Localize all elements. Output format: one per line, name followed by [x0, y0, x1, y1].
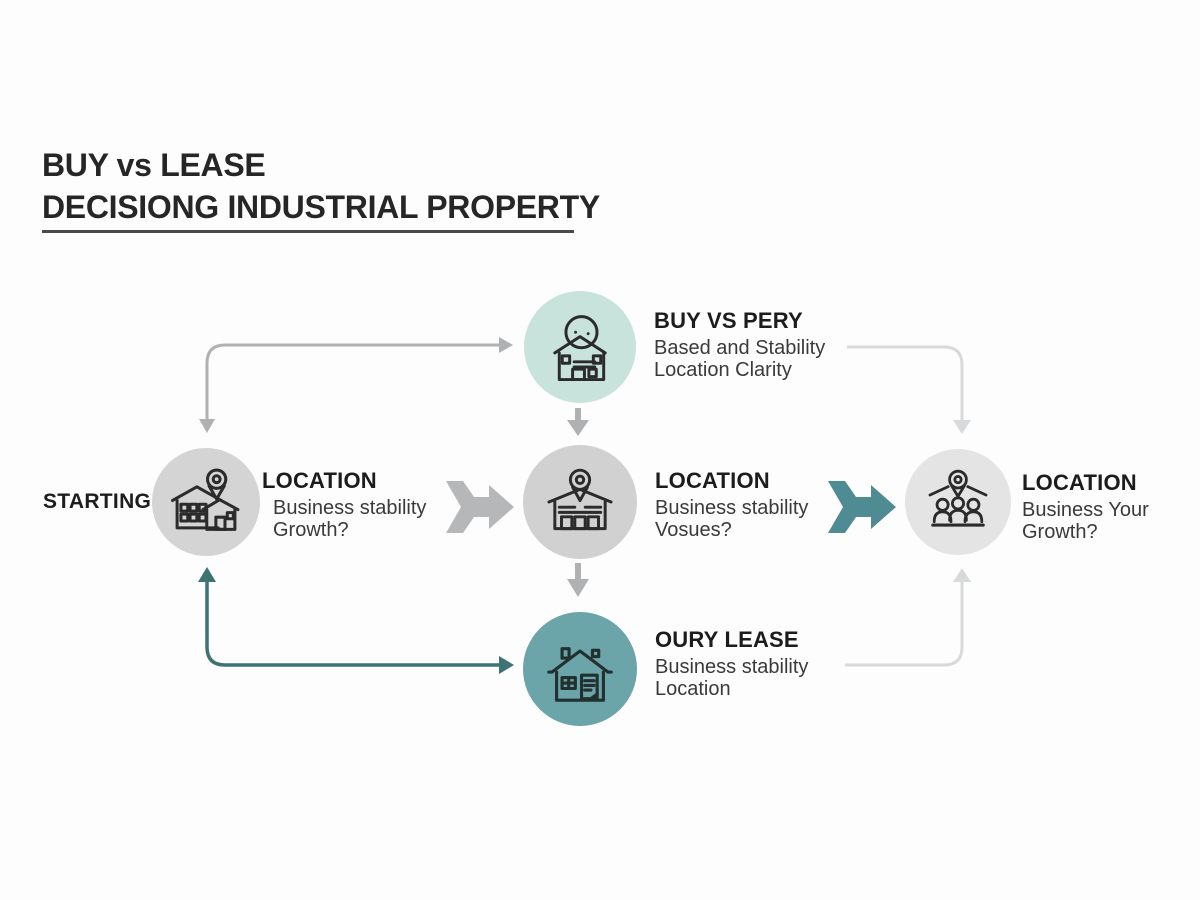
- node-buy-desc2: Location Clarity: [654, 359, 792, 381]
- house-document-icon: [547, 647, 613, 702]
- node-result-desc1: Business Your: [1022, 499, 1149, 521]
- node-result-label: LOCATION Business Your Growth?: [1022, 470, 1149, 543]
- arrow-lease-to-start: [198, 567, 514, 674]
- node-lease-desc1: Business stability: [655, 656, 809, 678]
- node-buy-circle: [524, 291, 636, 403]
- warehouse-pin-icon: [547, 468, 613, 531]
- node-buy-title: BUY VS PERY: [654, 308, 803, 333]
- chevron-center-to-result: [828, 481, 896, 533]
- node-lease-desc2: Location: [655, 678, 731, 700]
- node-lease-circle: [523, 612, 637, 726]
- node-start-title: LOCATION: [262, 468, 377, 493]
- node-center-desc2: Vosues?: [655, 519, 732, 541]
- arrow-center-to-lease: [567, 563, 589, 597]
- arrow-start-to-buy: [199, 337, 513, 433]
- title-underline: [42, 230, 574, 233]
- node-start-desc1: Business stability: [273, 497, 427, 519]
- page-title: BUY vs LEASE DECISIONG INDUSTRIAL PROPER…: [42, 144, 600, 228]
- node-buy-label: BUY VS PERY Based and Stability Location…: [654, 308, 825, 381]
- node-center-circle: [523, 445, 637, 559]
- starting-label: STARTING: [43, 490, 152, 513]
- page-title-line1: BUY vs LEASE: [42, 147, 266, 183]
- node-result-desc2: Growth?: [1022, 521, 1098, 543]
- buildings-pin-icon: [171, 468, 240, 531]
- node-start-label: LOCATION Business stability Growth?: [262, 468, 426, 541]
- node-center-title: LOCATION: [655, 468, 770, 493]
- chevron-start-to-center: [446, 481, 514, 533]
- node-center-desc1: Business stability: [655, 497, 809, 519]
- arrow-buy-to-result: [847, 345, 971, 434]
- node-lease-label: OURY LEASE Business stability Location: [655, 627, 808, 700]
- people-pin-icon: [928, 469, 988, 527]
- node-start-desc2: Growth?: [273, 519, 349, 541]
- node-result-title: LOCATION: [1022, 470, 1137, 495]
- page-title-line2: DECISIONG INDUSTRIAL PROPERTY: [42, 189, 600, 225]
- node-result-circle: [905, 449, 1011, 555]
- building-person-icon: [553, 315, 607, 382]
- node-center-label: LOCATION Business stability Vosues?: [655, 468, 808, 541]
- node-lease-title: OURY LEASE: [655, 627, 799, 652]
- arrow-lease-to-result: [845, 568, 971, 667]
- arrow-buy-to-center: [567, 408, 589, 436]
- node-start-circle: [152, 448, 260, 556]
- node-buy-desc1: Based and Stability: [654, 337, 826, 359]
